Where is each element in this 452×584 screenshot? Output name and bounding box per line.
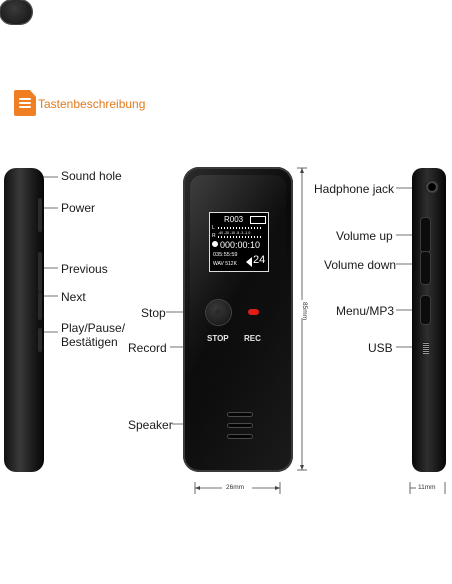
page-title: Tastenbeschreibung (38, 97, 146, 111)
stop-button-mark (215, 309, 221, 315)
record-button[interactable] (0, 0, 32, 24)
label-volume-up: Volume up (336, 229, 393, 243)
label-play-pause-line1: Play/Pause/ (61, 321, 126, 335)
label-usb: USB (368, 341, 393, 355)
volume-up-button[interactable] (421, 218, 430, 252)
screen-remaining: 035:55:59 (213, 252, 238, 258)
screen-timer: 000:00:10 (220, 240, 261, 250)
screen-file: R003 (224, 215, 244, 224)
next-key[interactable] (38, 328, 42, 352)
dimension-width: 26mm (226, 484, 245, 491)
menu-mp3-button[interactable] (421, 296, 430, 324)
label-next: Next (61, 290, 86, 304)
label-previous: Previous (61, 262, 108, 276)
speaker-grille-top (228, 413, 252, 416)
speaker-icon (246, 257, 252, 267)
battery-icon (250, 216, 266, 224)
label-sound-hole: Sound hole (61, 169, 122, 183)
document-list-icon (14, 90, 36, 116)
usb-port[interactable] (423, 342, 429, 354)
power-switch[interactable] (38, 252, 42, 292)
headphone-jack[interactable] (425, 180, 439, 194)
level-meter-right (218, 236, 262, 238)
label-volume-down: Volume down (324, 258, 397, 272)
speaker-grille-middle (228, 424, 252, 427)
previous-key[interactable] (38, 292, 42, 320)
sound-hole-grille (38, 198, 42, 232)
record-dot-icon (212, 241, 218, 247)
screen-format: WAV 512K (213, 261, 237, 267)
volume-down-button[interactable] (421, 252, 430, 284)
label-headphone-jack: Hadphone jack (314, 182, 395, 196)
dimension-depth: 11mm (418, 484, 436, 491)
lcd-screen: R003 L -40 -20 -10 -5 -3 -1 0 R 000:00:1… (209, 212, 269, 272)
screen-meter-scale: -40 -20 -10 -5 -3 -1 0 (218, 231, 251, 235)
record-button-mark (248, 309, 259, 315)
recorder-left-side (4, 168, 44, 472)
speaker-grille-bottom (228, 435, 252, 438)
label-power: Power (61, 201, 96, 215)
label-record: Record (128, 341, 167, 355)
screen-meter-right: R (212, 233, 216, 239)
label-stop: Stop (141, 306, 166, 320)
dimension-height: 85mm (301, 302, 308, 321)
level-meter-left (218, 227, 262, 229)
stop-caption: STOP (207, 334, 229, 343)
rec-caption: REC (244, 334, 261, 343)
label-menu-mp3: Menu/MP3 (336, 304, 395, 318)
screen-meter-left: L (212, 225, 215, 231)
label-play-pause-line2: Bestätigen (61, 335, 118, 349)
label-speaker: Speaker (128, 418, 173, 432)
screen-volume: 24 (253, 254, 266, 266)
